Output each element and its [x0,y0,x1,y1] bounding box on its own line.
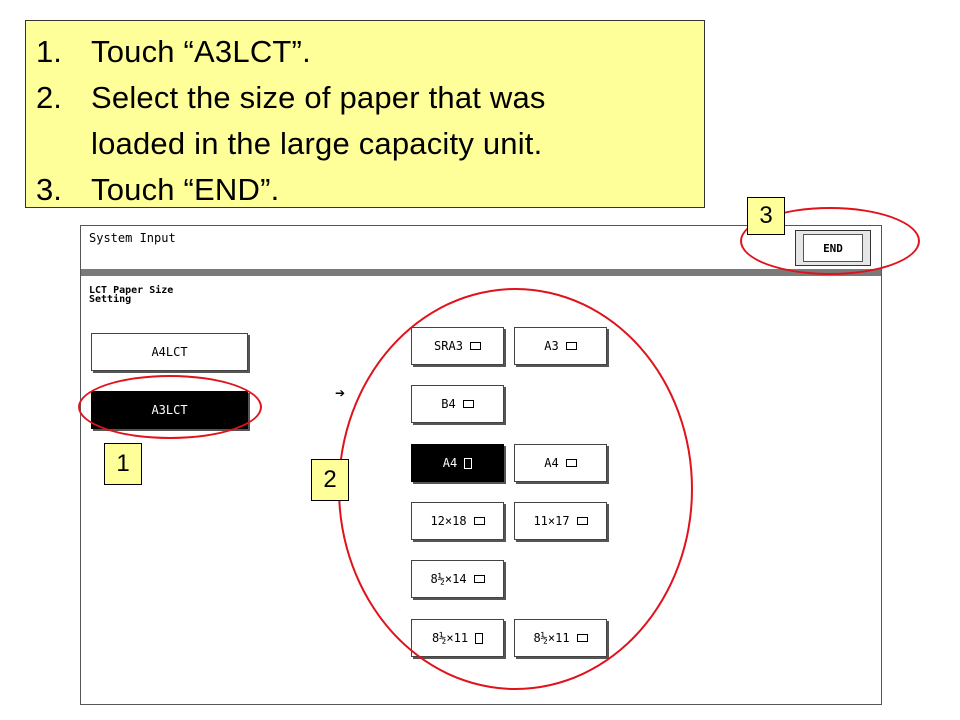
callout-3: 3 [747,197,785,235]
callout-1: 1 [104,443,142,485]
instructions-box: 1. Touch “A3LCT”. 2. Select the size of … [25,20,705,208]
instruction-step-1: 1. Touch “A3LCT”. [36,29,704,75]
instruction-step-2: 2. Select the size of paper that was loa… [36,75,704,167]
highlight-ellipse-paper-sizes [338,288,693,690]
step-text: Select the size of paper that was loaded… [91,80,546,161]
header-divider [81,269,881,276]
section-label: LCT Paper Size Setting [89,285,174,305]
instruction-step-3: 3. Touch “END”. [36,167,704,213]
step-number: 1. [36,34,62,69]
highlight-ellipse-a3lct [78,375,262,439]
step-text: Touch “A3LCT”. [91,34,311,69]
a4lct-button[interactable]: A4LCT [91,333,248,371]
arrow-right-icon: ➔ [335,386,346,400]
callout-2: 2 [311,459,349,501]
step-text: Touch “END”. [91,172,280,207]
a4lct-label: A4LCT [151,345,188,359]
step-number: 3. [36,172,62,207]
screen-title: System Input [89,231,176,245]
highlight-ellipse-end [740,207,920,275]
step-number: 2. [36,80,62,115]
